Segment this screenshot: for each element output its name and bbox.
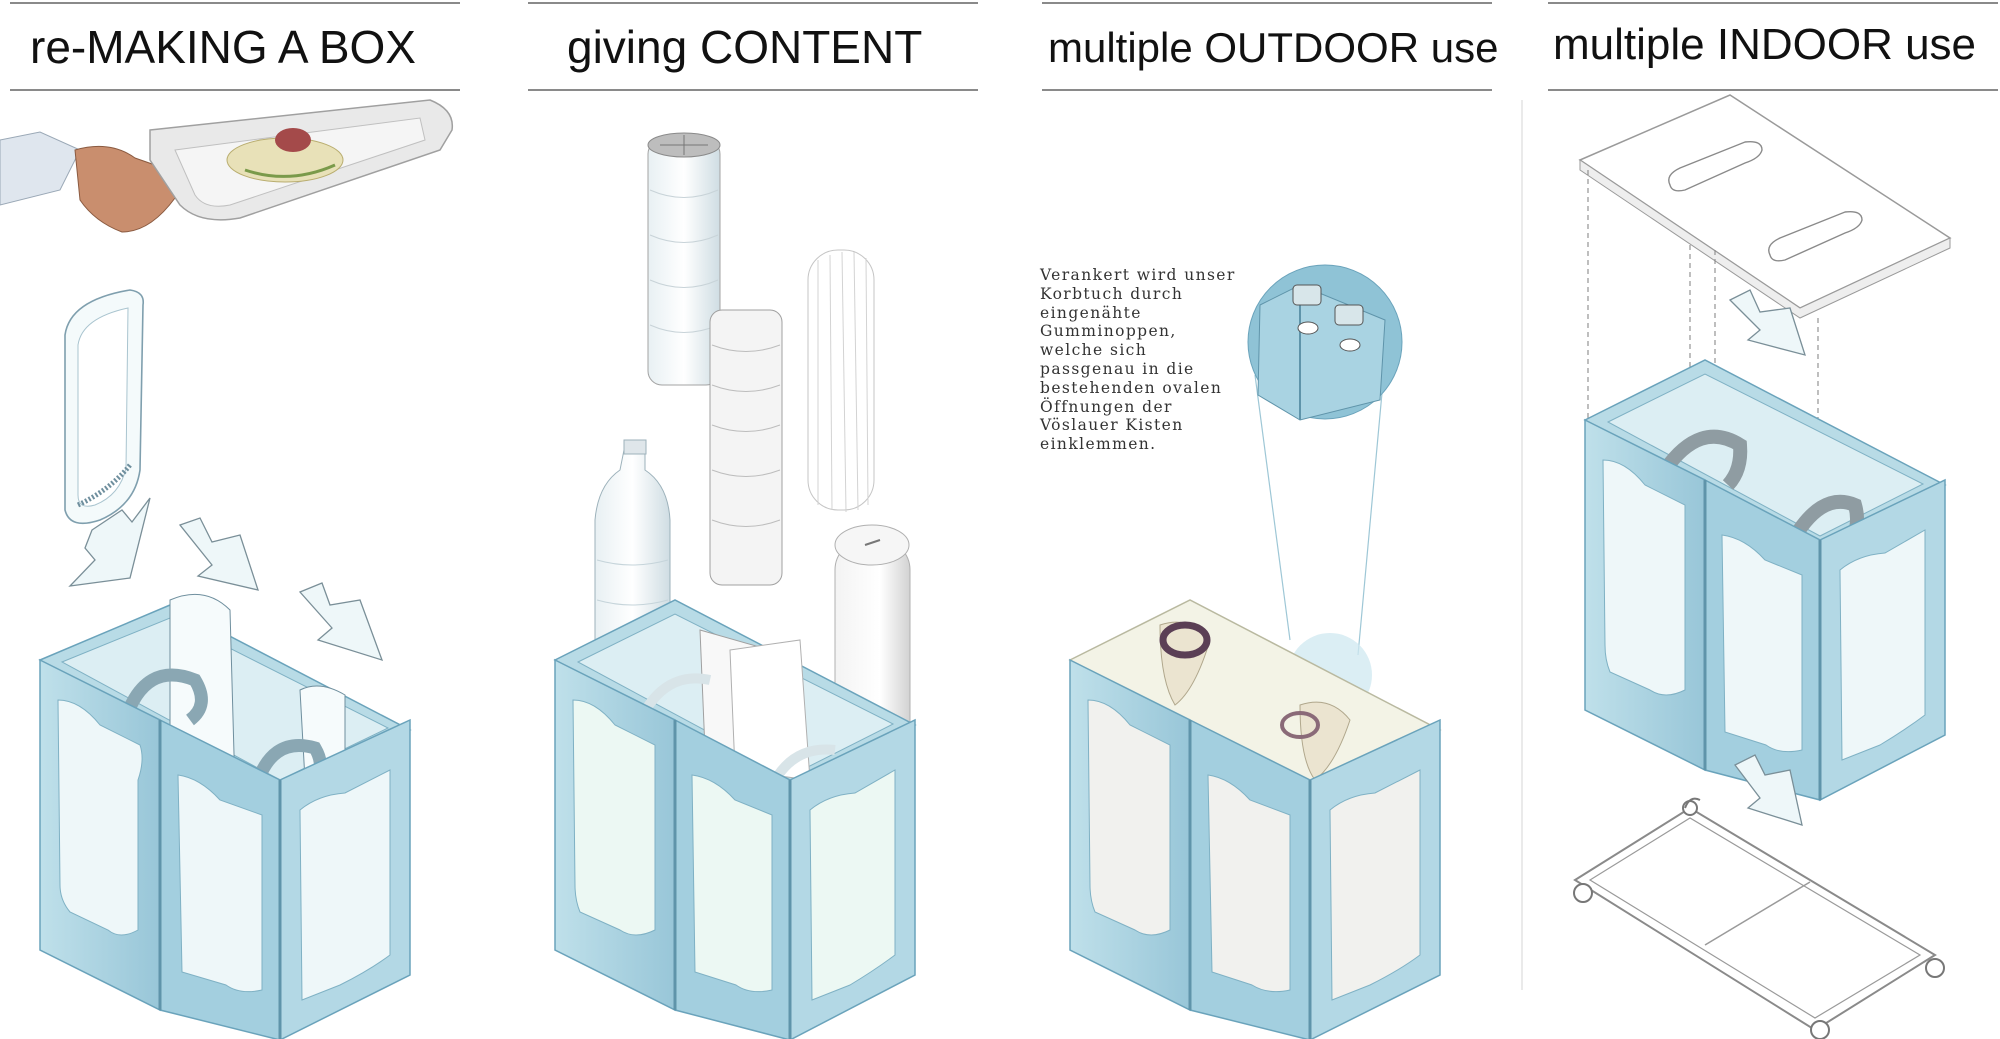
crate-box-assembly bbox=[38, 593, 412, 1039]
cup-stack-short bbox=[709, 309, 783, 586]
panel-title-outdoor-use: multiple OUTDOOR use bbox=[1048, 24, 1499, 71]
panel-outdoor-use bbox=[1068, 264, 1442, 1039]
header-divider-bottom-4 bbox=[1548, 89, 1998, 91]
cup-stack-tall bbox=[647, 132, 721, 386]
crate-box-filled bbox=[553, 599, 917, 1039]
crate-with-cloth bbox=[1068, 599, 1442, 1039]
insert-arrows bbox=[68, 497, 384, 662]
header-divider-bottom-1 bbox=[10, 89, 460, 91]
lid-arrow bbox=[1728, 289, 1806, 356]
header-divider-top-3 bbox=[1042, 2, 1492, 4]
rolling-cart bbox=[1573, 797, 1945, 1039]
panel-indoor-use bbox=[1573, 94, 1952, 1039]
header-divider-top-4 bbox=[1548, 2, 1998, 4]
floating-panel-insert bbox=[64, 289, 145, 525]
hand-with-tray bbox=[0, 99, 454, 233]
header-divider-top-1 bbox=[10, 2, 460, 4]
anchoring-note: Verankert wird unser Korbtuch durch eing… bbox=[1040, 266, 1236, 454]
panel-title-indoor-use: multiple INDOOR use bbox=[1553, 20, 1977, 69]
magnifier-line-left bbox=[1254, 374, 1291, 641]
panel-title-remaking-box: re-MAKING A BOX bbox=[30, 21, 416, 73]
header-divider-bottom-3 bbox=[1042, 89, 1492, 91]
header-divider-bottom-2 bbox=[528, 89, 978, 91]
header-divider-top-2 bbox=[528, 2, 978, 4]
cart-arrow bbox=[1734, 754, 1803, 826]
panel-remaking-box bbox=[0, 99, 454, 1039]
detail-magnifier bbox=[1247, 264, 1403, 421]
panel-giving-content bbox=[553, 132, 917, 1039]
table-lid bbox=[1578, 94, 1952, 319]
panel-title-giving-content: giving CONTENT bbox=[567, 21, 923, 73]
crate-indoor bbox=[1583, 359, 1947, 802]
wire-cylinder bbox=[807, 249, 875, 513]
magnifier-line-right bbox=[1357, 359, 1386, 656]
